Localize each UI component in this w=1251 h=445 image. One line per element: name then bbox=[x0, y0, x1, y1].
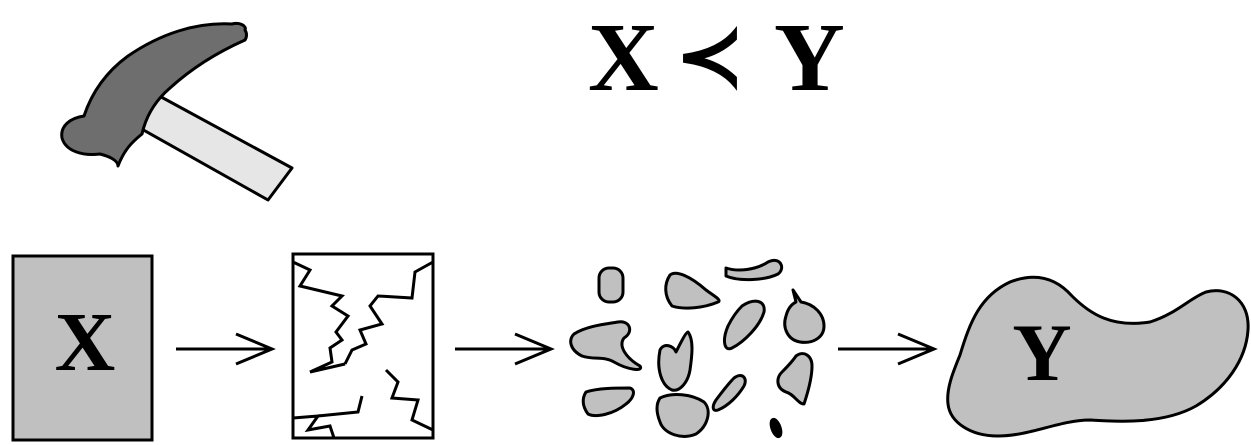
fragment bbox=[597, 266, 625, 304]
cracked-block bbox=[291, 252, 435, 440]
fragment bbox=[776, 352, 814, 406]
relation-symbol: ≺ bbox=[676, 11, 745, 102]
fragment bbox=[569, 320, 643, 371]
arrow-right-icon bbox=[176, 332, 276, 366]
fragment bbox=[655, 393, 710, 438]
original-block-label: X bbox=[55, 296, 116, 389]
fragment bbox=[783, 288, 826, 344]
result-blob-label: Y bbox=[1012, 307, 1071, 398]
fragment bbox=[664, 271, 721, 310]
fragment bbox=[711, 374, 747, 412]
relation: X ≺ Y bbox=[588, 4, 845, 112]
relation-right: Y bbox=[774, 4, 845, 112]
fragment bbox=[723, 299, 766, 351]
arrow-right-icon bbox=[455, 332, 555, 366]
original-block: X bbox=[11, 254, 154, 442]
fragment bbox=[724, 259, 784, 282]
hammer-handle bbox=[129, 90, 294, 202]
result-blob: Y bbox=[946, 275, 1250, 438]
arrow-right-icon bbox=[838, 332, 938, 366]
fragment bbox=[657, 330, 694, 392]
hammer-icon bbox=[60, 22, 294, 202]
fragments bbox=[569, 259, 826, 439]
hammer-head bbox=[60, 22, 248, 168]
fragment bbox=[769, 417, 783, 439]
fragment bbox=[581, 386, 635, 418]
relation-left: X bbox=[588, 4, 659, 112]
